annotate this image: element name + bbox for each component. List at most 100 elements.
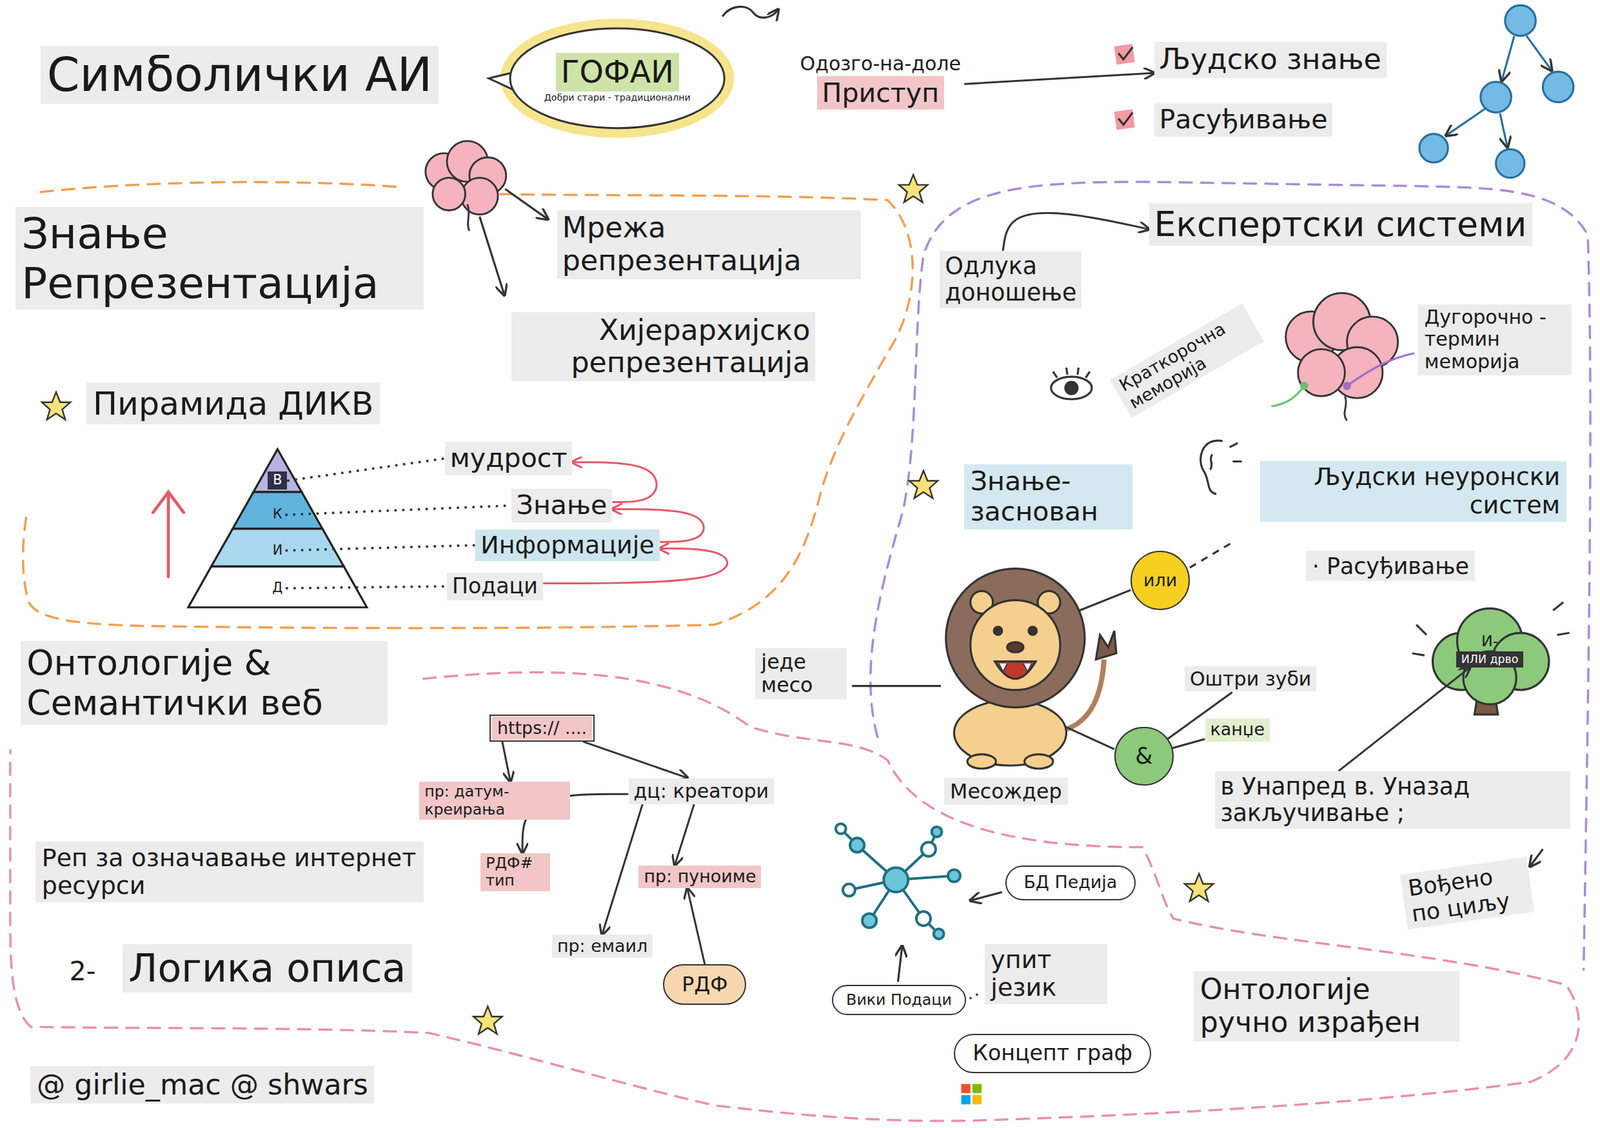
rdf-bubble: РДФ: [662, 964, 747, 1005]
lion-illustration: [1007, 642, 1024, 653]
star-icon: [898, 174, 928, 203]
dikw-pyramid: [232, 492, 323, 529]
pyramid-band: И: [268, 541, 287, 561]
graph-icon: [931, 826, 943, 838]
section-heading: Пирамида ДИКВ: [86, 382, 380, 425]
eye-icon: [1053, 367, 1090, 378]
and-or-tree: И-ИЛИ дрво: [1454, 630, 1525, 669]
brain-icon: [467, 204, 470, 231]
leader-line: [851, 684, 941, 687]
tree-graph-icon: [1480, 81, 1512, 113]
note-label: упит језик: [984, 944, 1108, 1005]
tree-graph-icon: [1496, 148, 1525, 178]
rdf-property: пр: датум-креирања: [418, 780, 572, 821]
eye-icon: [1051, 367, 1092, 400]
region-outline: [10, 671, 1579, 1121]
graph-icon: [835, 823, 961, 939]
arrow: [1530, 849, 1543, 866]
tree-icon: [1412, 602, 1570, 715]
graph-icon: [849, 837, 865, 852]
section-heading: Знање- заснован: [964, 464, 1133, 530]
arrow: [1530, 849, 1543, 866]
source-bubble: БД Педија: [1005, 865, 1137, 901]
node-text: Хијерархијско репрезентација: [511, 312, 816, 382]
pyramid-band: К: [268, 504, 287, 525]
node-text: пр: датум-креирања: [419, 781, 571, 820]
note-label: Вођено по циљу: [1400, 856, 1535, 930]
or-circle: или: [1130, 550, 1190, 611]
connector: [1339, 668, 1470, 771]
lion-illustration: [993, 626, 1003, 636]
lion-illustration: [995, 661, 1036, 680]
node-text: мудрост: [444, 441, 573, 476]
page-title: Симболички АИ: [40, 45, 438, 104]
dikw-level: Информације: [474, 528, 661, 563]
graph-icon: [842, 884, 856, 897]
up-arrow: [152, 492, 184, 513]
connector: [964, 72, 1154, 84]
windows-logo: [960, 1084, 982, 1105]
connector: [675, 804, 694, 865]
tree-graph-icon: [1419, 5, 1574, 178]
node-text: Концепт граф: [969, 1040, 1136, 1067]
brain-icon: [425, 141, 507, 231]
windows-logo: [960, 1095, 970, 1105]
tree-graph-icon: [1501, 36, 1515, 80]
dotted-leader: [288, 458, 444, 481]
leader-line: [1065, 726, 1115, 750]
node-text: Оштри зуби: [1184, 666, 1317, 692]
note-label: Реп за означавање интернет ресурси: [35, 841, 424, 903]
dotted-leader: [286, 586, 447, 589]
lion-illustration: [970, 600, 1061, 691]
memory-link: [1271, 353, 1415, 407]
star-icon: [1184, 873, 1214, 902]
memory-label: Краткорочна меморија: [1109, 303, 1265, 419]
gofai-bubble: ГОФАИДобри стари - традиционални: [510, 28, 725, 129]
node-text: Одлука доношење: [939, 250, 1082, 308]
brain-icon: [461, 177, 498, 215]
arrow: [971, 891, 1002, 901]
credit-caption: @ girlie_mac @ shwars: [30, 1066, 375, 1103]
ear-icon: [1200, 440, 1243, 494]
lion-illustration: [1095, 630, 1117, 660]
dikw-pyramid: [188, 566, 367, 607]
check-icon: [1114, 43, 1136, 65]
ear-icon: [1229, 443, 1243, 462]
dikw-level: мудрост: [443, 441, 574, 477]
dikw-pyramid: [211, 528, 345, 567]
connector: [1172, 739, 1205, 749]
lion-illustration: [1024, 754, 1054, 769]
dotted-leader: [286, 505, 511, 515]
windows-logo: [972, 1095, 982, 1105]
memory-link: [1300, 381, 1309, 391]
section-heading: Експертски системи: [1147, 201, 1533, 247]
gofai-curl: [722, 6, 778, 18]
node-text: И: [269, 541, 286, 560]
star-icon: [473, 1006, 502, 1034]
attribute-box: Оштри зуби: [1183, 665, 1317, 693]
node-text: Д: [269, 579, 287, 598]
checklist-item: Расуђивање: [1153, 101, 1334, 138]
up-arrow: [167, 495, 171, 578]
connector: [502, 741, 511, 781]
arrow: [504, 188, 547, 219]
brain-icon: [1298, 348, 1346, 396]
arrow: [479, 188, 547, 295]
concept-box: Мрежа репрезентација: [555, 208, 863, 280]
memory-label: Дугорочно - термин меморија: [1418, 304, 1571, 376]
lion-illustration: [998, 663, 1032, 672]
graph-icon: [883, 867, 909, 892]
eye-icon: [1065, 381, 1078, 395]
graph-icon: [835, 823, 847, 834]
eye-icon: [1051, 376, 1092, 400]
section-heading: Онтологије & Семантички веб: [20, 641, 389, 725]
region-outline: [10, 181, 1591, 1121]
memory-link: [1271, 385, 1305, 407]
graph-icon: [948, 869, 961, 882]
tree-graph-icon: [1542, 71, 1573, 102]
star-icon: [909, 470, 938, 499]
note-label: Људски неуронски систем: [1260, 461, 1567, 522]
tree-graph-icon: [1505, 5, 1536, 36]
graph-icon: [921, 842, 936, 857]
